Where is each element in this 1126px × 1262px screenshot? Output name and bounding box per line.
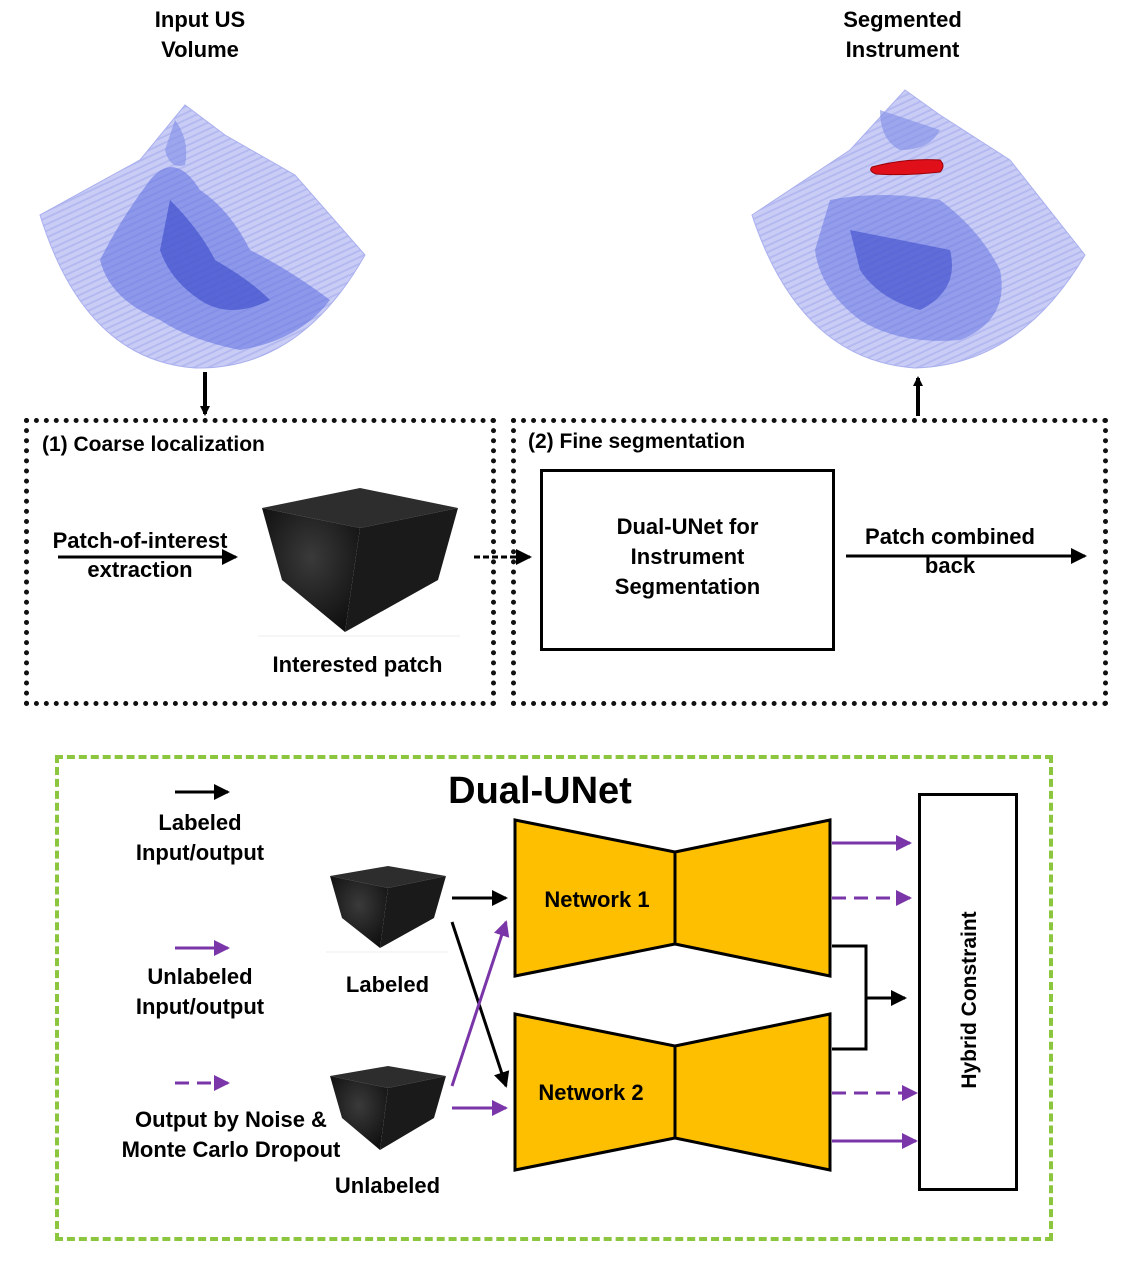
patch-extraction-label-line1: Patch-of-interest [52, 528, 228, 553]
patch-extraction-label-line2: extraction [87, 557, 193, 582]
dual-unet-model-label-line3: Segmentation [614, 574, 761, 599]
dual-unet-model-label-line1: Dual-UNet for [616, 514, 759, 539]
hybrid-constraint-label: Hybrid Constraint [958, 911, 981, 1088]
dual-unet-title: Dual-UNet [448, 770, 632, 812]
dual-unet-model-label-line2: Instrument [630, 544, 745, 569]
coarse-localization-box [24, 418, 496, 706]
dual-unet-model-box [540, 469, 835, 651]
legend-labeled-line1: Labeled [158, 810, 242, 835]
legend-labeled-line2: Input/output [135, 840, 265, 865]
dual-unet-panel [55, 755, 1053, 1241]
legend-noise-line1: Output by Noise & [135, 1107, 327, 1132]
segmented-instrument-label-line2: Instrument [845, 37, 960, 62]
network-2-label: Network 2 [538, 1080, 643, 1105]
dual-unet-model-label: Dual-UNet for Instrument Segmentation [540, 512, 835, 602]
network-1-label: Network 1 [544, 887, 649, 912]
patch-combined-label-line1: Patch combined [865, 524, 1035, 549]
patch-combined-label: Patch combined back [845, 522, 1055, 580]
legend-noise-line2: Monte Carlo Dropout [121, 1137, 341, 1162]
unlabeled-patch-label: Unlabeled [334, 1173, 441, 1198]
legend-noise-text: Output by Noise & Monte Carlo Dropout [96, 1105, 366, 1165]
fine-segmentation-title: (2) Fine segmentation [528, 430, 746, 453]
input-volume-label-line2: Volume [161, 37, 239, 62]
labeled-patch-label: Labeled [345, 972, 430, 997]
interested-patch-label: Interested patch [272, 652, 443, 677]
network-2-shape [513, 1012, 832, 1172]
input-us-volume-image [39, 104, 366, 369]
unlabeled-to-net1-arrow [450, 920, 510, 1087]
fine-segmentation-box [511, 418, 1108, 706]
input-volume-label: Input US Volume [100, 5, 300, 65]
network-1-shape [513, 818, 832, 978]
patch-combined-label-line2: back [924, 553, 976, 578]
instrument-segment [870, 159, 944, 176]
coarse-localization-title: (1) Coarse localization [42, 433, 265, 456]
labeled-patch-cube [326, 866, 448, 953]
legend-unlabeled-line1: Unlabeled [147, 964, 253, 989]
segmented-instrument-label-line1: Segmented [843, 7, 962, 32]
patch-extraction-label: Patch-of-interest extraction [40, 526, 240, 584]
legend-unlabeled-text: Unlabeled Input/output [100, 962, 300, 1022]
hybrid-constraint-box [918, 793, 1018, 1191]
segmented-instrument-label: Segmented Instrument [800, 5, 1005, 65]
unlabeled-patch-cube [330, 1066, 446, 1150]
interested-patch-cube [258, 488, 460, 637]
segmented-instrument-volume-image [751, 89, 1086, 369]
legend-unlabeled-line2: Input/output [135, 994, 265, 1019]
input-volume-label-line1: Input US [154, 7, 246, 32]
legend-labeled-text: Labeled Input/output [100, 808, 300, 868]
